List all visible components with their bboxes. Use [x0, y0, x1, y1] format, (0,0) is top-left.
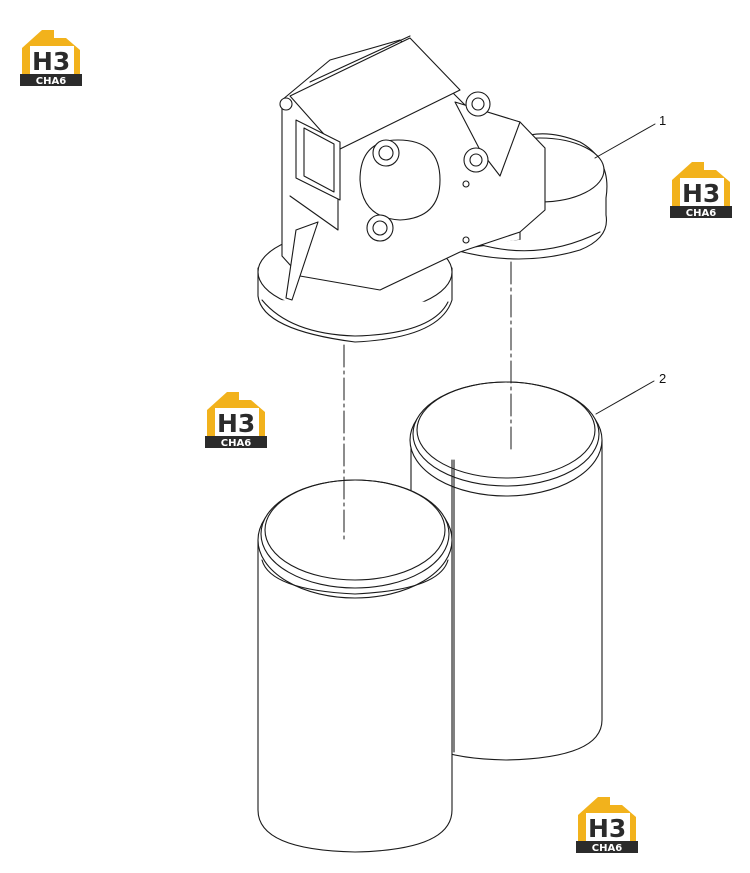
logo-mark-icon: H3 CHA6 [205, 392, 267, 449]
leader-lines [594, 123, 656, 415]
logo-subtitle: CHA6 [592, 843, 622, 853]
logo-mark-icon: H3 CHA6 [576, 797, 638, 854]
filter-cartridge-front [257, 479, 453, 853]
watermark-logo: H3 CHA6 [205, 390, 267, 449]
logo-mark-icon: H3 CHA6 [20, 30, 82, 87]
watermark-logo: H3 CHA6 [576, 795, 638, 854]
filter-head [257, 35, 608, 343]
assembly-axis-lines [343, 261, 512, 541]
logo-mark: H3 [588, 814, 626, 843]
logo-subtitle: CHA6 [36, 76, 66, 86]
logo-mark: H3 [32, 47, 70, 76]
logo-mark: H3 [682, 179, 720, 208]
logo-subtitle: CHA6 [221, 438, 251, 448]
watermark-logo: H3 CHA6 [20, 28, 82, 87]
callout-1: 1 [659, 113, 667, 128]
callout-2: 2 [659, 371, 667, 386]
logo-mark-icon: H3 CHA6 [670, 162, 732, 219]
watermark-logo: H3 CHA6 [670, 160, 732, 219]
logo-subtitle: CHA6 [686, 208, 716, 218]
filter-cartridge-rear [409, 381, 603, 761]
logo-mark: H3 [217, 409, 255, 438]
